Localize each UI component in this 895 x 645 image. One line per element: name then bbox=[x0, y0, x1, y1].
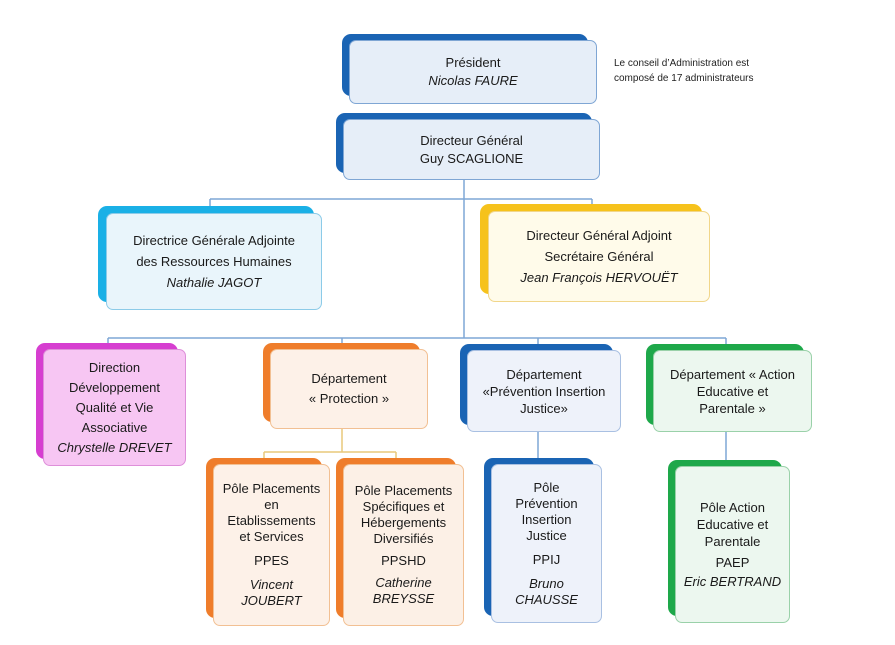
dept-protection-box: Département « Protection » bbox=[263, 343, 428, 429]
pole-ppij-line4: Justice bbox=[526, 527, 567, 543]
pole-ppes-box: Pôle Placements en Etablissements et Ser… bbox=[206, 458, 330, 626]
direction-qva-line1: Direction bbox=[88, 359, 141, 375]
board-note-line1: Le conseil d’Administration est bbox=[614, 58, 750, 69]
dga-sg-title-line1: Directeur Général Adjoint bbox=[526, 228, 672, 243]
dept-aep-line2: Educative et bbox=[696, 383, 769, 399]
direction-qva-line3: Qualité et Vie bbox=[75, 399, 154, 415]
board-note-line2: composé de 17 administrateurs bbox=[614, 73, 754, 84]
pole-ppshd-line4: Diversifiés bbox=[373, 531, 434, 546]
pole-ppes-code: PPES bbox=[254, 553, 289, 568]
pole-ppshd-box: Pôle Placements Spécifiques et Hébergeme… bbox=[336, 458, 464, 626]
president-title: Président bbox=[445, 55, 501, 70]
dga-rh-title-line1: Directrice Générale Adjointe bbox=[133, 233, 295, 248]
pole-ppes-line4: et Services bbox=[239, 529, 304, 544]
dga-sg-title-line2: Secrétaire Général bbox=[544, 249, 654, 264]
dg-name: Guy SCAGLIONE bbox=[419, 150, 524, 166]
pole-ppes-line1: Pôle Placements bbox=[222, 481, 321, 496]
dg-title: Directeur Général bbox=[420, 132, 523, 148]
dept-aep-box: Département « Action Educative et Parent… bbox=[646, 344, 812, 432]
pole-ppij-code: PPIJ bbox=[532, 551, 561, 567]
pole-ppes-name: Vincent JOUBERT bbox=[241, 577, 302, 608]
direction-qva-line4: Associative bbox=[81, 419, 148, 435]
board-note: Le conseil d’Administration est composé … bbox=[614, 56, 754, 86]
pole-paep-line3: Parentale bbox=[704, 534, 761, 549]
dept-pij-line2: «Prévention Insertion bbox=[482, 383, 606, 399]
pole-ppes-line2: en bbox=[264, 497, 279, 512]
dept-pij-line1: Département bbox=[506, 366, 582, 382]
pole-paep-code: PAEP bbox=[715, 555, 750, 570]
pole-paep-name: Eric BERTRAND bbox=[683, 574, 782, 589]
pole-ppshd-line2: Spécifiques et bbox=[362, 499, 445, 514]
dga-rh-box: Directrice Générale Adjointe des Ressour… bbox=[98, 206, 322, 310]
dga-rh-title-line2: des Ressources Humaines bbox=[136, 254, 292, 269]
pole-ppij-box: Pôle Prévention Insertion Justice PPIJ B… bbox=[484, 458, 602, 623]
dept-aep-line1: Département « Action bbox=[669, 366, 796, 382]
pole-ppij-name: Bruno CHAUSSE bbox=[515, 575, 578, 607]
dept-protection-line1: Département bbox=[311, 371, 387, 386]
pole-paep-box: Pôle Action Educative et Parentale PAEP … bbox=[668, 460, 790, 623]
dept-protection-line2: « Protection » bbox=[308, 391, 390, 406]
pole-ppij-line2: Prévention bbox=[515, 495, 578, 511]
direction-qva-line2: Développement bbox=[68, 379, 161, 395]
pole-ppes-line3: Etablissements bbox=[227, 513, 316, 528]
dg-box: Directeur Général Guy SCAGLIONE bbox=[336, 113, 600, 180]
pole-ppshd-code: PPSHD bbox=[381, 553, 426, 568]
pole-ppij-line3: Insertion bbox=[521, 511, 572, 527]
dga-rh-name: Nathalie JAGOT bbox=[166, 275, 262, 290]
dga-sg-box: Directeur Général Adjoint Secrétaire Gén… bbox=[480, 204, 710, 302]
direction-qva-name: Chrystelle DREVET bbox=[57, 439, 172, 455]
president-box: Président Nicolas FAURE bbox=[342, 34, 597, 104]
dept-aep-line3: Parentale » bbox=[699, 400, 766, 416]
dept-pij-box: Département «Prévention Insertion Justic… bbox=[460, 344, 621, 432]
pole-paep-line2: Educative et bbox=[696, 517, 769, 532]
pole-paep-line1: Pôle Action bbox=[699, 500, 766, 515]
pole-ppij-line1: Pôle bbox=[533, 479, 560, 495]
dept-pij-line3: Justice» bbox=[520, 400, 568, 416]
president-name: Nicolas FAURE bbox=[428, 73, 518, 88]
pole-ppshd-name-line2: BREYSSE bbox=[372, 591, 435, 606]
pole-ppshd-line3: Hébergements bbox=[360, 515, 447, 530]
pole-ppshd-line1: Pôle Placements bbox=[354, 483, 453, 498]
dga-sg-name: Jean François HERVOUËT bbox=[520, 270, 678, 285]
direction-qva-box: Direction Développement Qualité et Vie A… bbox=[36, 343, 186, 466]
pole-ppshd-name-line1: Catherine bbox=[375, 575, 432, 590]
